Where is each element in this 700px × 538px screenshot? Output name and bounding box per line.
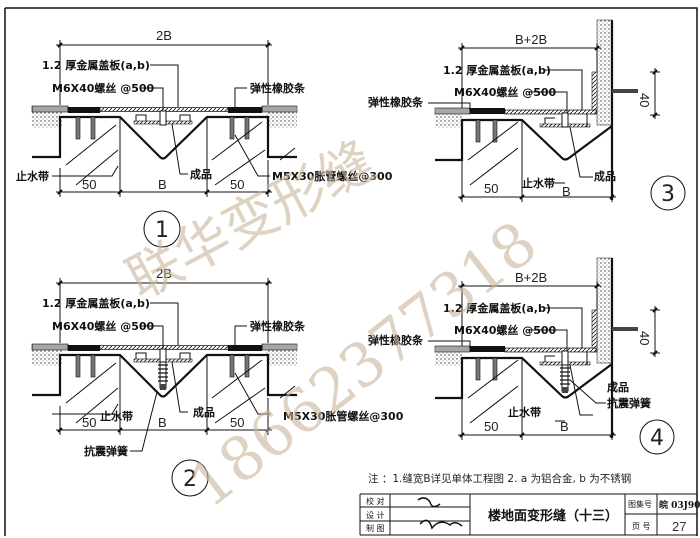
label-product: 成品 [607,380,629,394]
label-rubber-strip: 弹性橡胶条 [368,95,424,109]
dim-b-plus-2b: B+2B [515,270,547,285]
detail-4: B+2B 1.2 厚金属盖板(a,b) M6X40螺丝 @500 弹性橡胶条 止… [368,256,675,455]
detail-number: 1 [155,218,169,243]
label-screw: M6X40螺丝 @500 [52,319,155,333]
label-product: 成品 [190,167,212,181]
dim-b: B [562,184,571,199]
label-waterstop: 止水带 [16,169,49,183]
detail-number: 2 [183,467,197,492]
dim-50-left: 50 [82,177,96,192]
dim-50: 50 [484,181,498,196]
title-block: 校 对 设 计 制 图 楼地面变形缝（十三） 图集号 皖 03J903 页 号 … [359,493,700,536]
role-check: 校 对 [366,496,385,506]
dim-40: 40 [637,331,652,345]
label-product: 成品 [594,169,616,183]
label-screw: M6X40螺丝 @500 [454,323,557,337]
label-anchor-bolt: M5X30胀管螺丝@300 [283,409,404,423]
label-cover-plate: 1.2 厚金属盖板(a,b) [443,301,551,315]
dim-2b: 2B [156,28,172,43]
label-rubber-strip: 弹性橡胶条 [368,333,424,347]
label-seismic-spring: 抗震弹簧 [607,396,651,410]
detail-number-circle [650,175,686,211]
atlas-label: 图集号 [628,499,652,509]
label-screw: M6X40螺丝 @500 [52,81,155,95]
dim-b: B [560,419,569,434]
dim-50-right: 50 [230,177,244,192]
note-text: 注 ：1.缝宽B详见单体工程图 2. a 为铝合金, b 为不锈钢 [368,472,631,485]
leader-spring [130,391,158,452]
dim-b: B [158,177,167,192]
leader-spring [569,379,606,404]
dim-50: 50 [484,419,498,434]
dim-b-plus-2b: B+2B [515,32,547,47]
detail-number-circle [143,210,181,248]
label-rubber-strip: 弹性橡胶条 [250,319,306,333]
label-product: 成品 [193,405,215,419]
label-screw: M6X40螺丝 @500 [454,85,557,99]
label-waterstop: 止水带 [522,176,555,190]
detail-number: 3 [661,182,675,207]
detail-number: 4 [650,426,664,451]
label-waterstop: 止水带 [508,405,541,419]
atlas-number: 皖 03J903 [659,499,700,511]
label-cover-plate: 1.2 厚金属盖板(a,b) [443,63,551,77]
detail-number-circle [171,459,209,497]
detail-1: 2B 1.2 厚金属盖板(a,b) M6X40螺丝 @500 弹性橡胶条 止水带… [16,28,393,248]
signatures [417,497,463,530]
page-label: 页 号 [632,522,651,531]
label-rubber-strip: 弹性橡胶条 [250,81,306,95]
role-draw: 制 图 [366,523,385,533]
dim-50-right: 50 [230,415,244,430]
dim-40: 40 [637,93,652,107]
label-anchor-bolt: M5X30胀管螺丝@300 [272,169,393,183]
label-cover-plate: 1.2 厚金属盖板(a,b) [42,58,150,72]
sheet-border [4,7,698,536]
dim-50-left: 50 [82,415,96,430]
detail-3: B+2B 1.2 厚金属盖板(a,b) M6X40螺丝 @500 弹性橡胶条 止… [368,18,686,211]
dim-b: B [158,415,167,430]
page-number: 27 [672,519,686,534]
dim-2b: 2B [156,266,172,281]
role-design: 设 计 [366,510,385,520]
detail-number-circle [639,419,675,455]
label-waterstop: 止水带 [100,409,133,423]
label-cover-plate: 1.2 厚金属盖板(a,b) [42,296,150,310]
sheet-title: 楼地面变形缝（十三） [488,508,618,524]
detail-2: 2B 1.2 厚金属盖板(a,b) M6X40螺丝 @500 弹性橡胶条 止水带… [30,266,404,497]
label-seismic-spring: 抗震弹簧 [84,444,128,458]
